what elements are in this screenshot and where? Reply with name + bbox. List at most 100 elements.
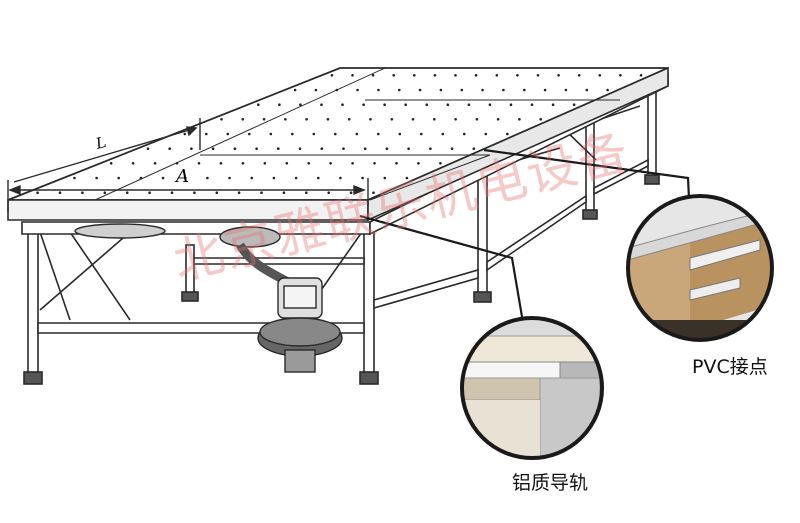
vacuum-hole: [450, 147, 454, 150]
vacuum-hole: [211, 147, 215, 150]
vacuum-hole: [420, 132, 423, 136]
vacuum-hole: [184, 176, 187, 180]
vacuum-hole: [36, 191, 39, 194]
vacuum-hole: [193, 191, 196, 194]
vacuum-hole: [395, 162, 398, 165]
vacuum-hole: [250, 176, 254, 180]
vacuum-hole: [197, 162, 201, 165]
aluminum-rail-callout: [460, 316, 604, 460]
vacuum-hole: [220, 118, 223, 121]
vacuum-hole: [639, 74, 643, 77]
vacuum-hole: [73, 176, 76, 180]
vacuum-hole: [481, 88, 484, 92]
vacuum-hole: [139, 176, 143, 180]
vacuum-hole: [475, 118, 479, 121]
vacuum-hole: [390, 118, 394, 121]
vacuum-hole: [361, 176, 364, 180]
vacuum-hole: [383, 176, 387, 180]
vacuum-hole: [539, 118, 542, 121]
dimension-lines: [7, 118, 369, 212]
vacuum-hole: [425, 103, 429, 106]
vacuum-hole: [351, 74, 354, 77]
vacuum-hole: [516, 74, 519, 77]
vacuum-hole: [320, 103, 323, 106]
vacuum-hole: [320, 147, 324, 150]
vacuum-hole: [351, 162, 354, 165]
vacuum-hole: [363, 147, 367, 150]
vacuum-hole: [117, 176, 120, 180]
vacuum-hole: [472, 147, 476, 150]
vacuum-hole: [474, 74, 478, 77]
vacuum-hole: [183, 132, 187, 136]
vacuum-hole: [373, 162, 376, 165]
vacuum-hole: [168, 147, 171, 150]
vacuum-hole: [460, 88, 464, 92]
vacuum-hole: [260, 191, 263, 194]
vacuum-hole: [81, 191, 84, 194]
pvc-joint-callout: [626, 194, 774, 342]
aluminum-rail-label: 铝质导轨: [512, 472, 589, 494]
vacuum-hole: [433, 118, 436, 121]
vacuum-hole: [175, 162, 179, 165]
vacuum-hole: [284, 118, 287, 121]
vacuum-hole: [237, 191, 241, 194]
vacuum-hole: [377, 88, 380, 92]
vacuum-hole: [257, 103, 260, 106]
vacuum-hole: [215, 191, 219, 194]
vacuum-hole: [153, 162, 157, 165]
vacuum-hole: [205, 132, 208, 136]
vacuum-hole: [467, 103, 471, 106]
vacuum-hole: [109, 162, 113, 165]
vacuum-hole: [342, 147, 345, 150]
vacuum-hole: [551, 103, 555, 106]
vacuum-hole: [572, 103, 576, 106]
vacuum-hole: [439, 162, 442, 165]
vacuum-hole: [398, 132, 402, 136]
vacuum-hole: [385, 147, 389, 150]
vacuum-hole: [356, 88, 359, 92]
vacuum-hole: [312, 132, 316, 136]
vacuum-hole: [327, 191, 331, 194]
vacuum-hole: [277, 147, 280, 150]
vacuum-hole: [190, 147, 193, 150]
dimension-width-label: A: [176, 166, 189, 187]
vacuum-hole: [339, 176, 342, 180]
vacuum-hole: [299, 103, 302, 106]
vacuum-hole: [262, 118, 266, 121]
vacuum-hole: [369, 118, 372, 121]
vacuum-hole: [495, 74, 499, 77]
vacuum-hole: [95, 176, 98, 180]
vacuum-hole: [263, 162, 267, 165]
vacuum-hole: [418, 88, 422, 92]
vacuum-hole: [404, 103, 408, 106]
vacuum-hole: [282, 191, 286, 194]
vacuum-hole: [326, 118, 330, 121]
pvc-joint-label: PVC接点: [692, 356, 768, 378]
vacuum-hole: [329, 162, 332, 165]
vacuum-hole: [206, 176, 209, 180]
vacuum-hole: [305, 191, 308, 194]
vacuum-hole: [506, 132, 509, 136]
vacuum-hole: [131, 162, 135, 165]
vacuum-hole: [146, 147, 150, 150]
vacuum-hole: [103, 191, 107, 194]
vacuum-hole: [269, 132, 273, 136]
vacuum-hole: [233, 147, 237, 150]
vacuum-hole: [241, 118, 245, 121]
vacuum-hole: [518, 118, 521, 121]
vacuum-hole: [564, 88, 568, 92]
vacuum-hole: [530, 103, 534, 106]
vacuum-blower: [74, 223, 343, 373]
vacuum-hole: [488, 103, 492, 106]
vacuum-hole: [278, 103, 281, 106]
vacuum-hole: [429, 147, 432, 150]
vacuum-hole: [484, 132, 488, 136]
vacuum-hole: [454, 74, 457, 77]
vacuum-hole: [293, 88, 297, 92]
vacuum-hole: [536, 74, 540, 77]
vacuum-hole: [383, 103, 386, 106]
vacuum-hole: [305, 118, 308, 121]
vacuum-hole: [372, 191, 375, 194]
vacuum-hole: [355, 132, 359, 136]
